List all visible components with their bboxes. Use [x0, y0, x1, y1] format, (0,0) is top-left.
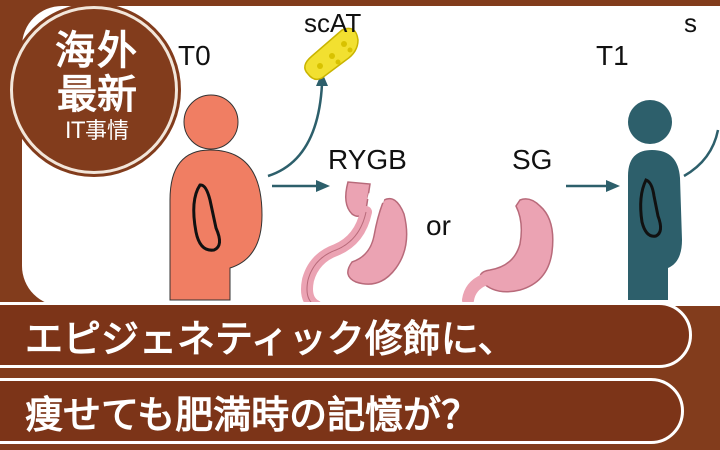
headline-text-1: エピジェネティック修飾に、 — [25, 316, 516, 361]
badge-line-1: 海外 — [55, 28, 139, 74]
scat-label: scAT — [304, 8, 362, 38]
arrow-to-surgery-icon — [272, 180, 330, 192]
t1-label: T1 — [596, 40, 629, 71]
headline-line-2: 痩せても肥満時の記憶が？ — [0, 378, 684, 444]
headline-text-2: 痩せても肥満時の記憶が？ — [25, 392, 480, 437]
badge-text: 海外 最新 IT事情 — [13, 9, 181, 177]
arrow-right-edge-icon — [683, 129, 720, 178]
badge-line-2: 最新 — [57, 72, 137, 118]
lean-person-icon — [628, 100, 682, 300]
sg-stomach-icon — [462, 198, 554, 306]
headline-line-1: エピジェネティック修飾に、 — [0, 302, 692, 368]
adipose-tissue-icon — [304, 27, 359, 81]
badge-line-3: IT事情 — [65, 119, 129, 144]
arrow-to-t1-icon — [566, 180, 620, 192]
t0-label: T0 — [178, 40, 211, 71]
cropped-label: s — [684, 8, 697, 38]
category-badge: 海外 最新 IT事情 — [10, 6, 178, 174]
obese-person-icon — [169, 94, 263, 301]
rygb-label: RYGB — [328, 144, 407, 175]
rygb-stomach-icon — [301, 181, 408, 312]
or-label: or — [426, 210, 451, 241]
arrow-to-scat-icon — [267, 72, 328, 178]
sg-label: SG — [512, 144, 553, 175]
